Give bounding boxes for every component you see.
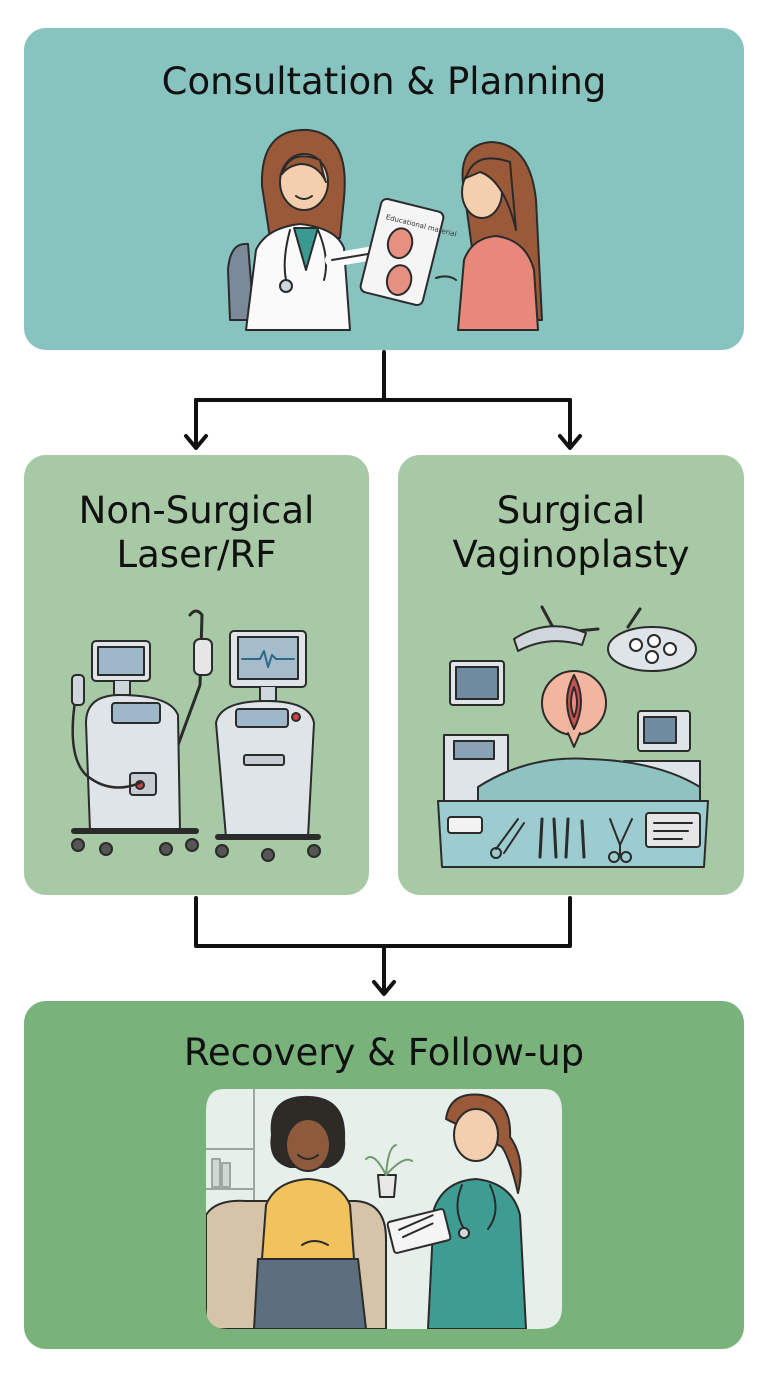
connector-merge xyxy=(194,896,572,994)
surgical-title: Surgical Vaginoplasty xyxy=(398,489,744,578)
consultation-illustration: Educational material xyxy=(227,128,543,331)
plant-icon xyxy=(365,1144,413,1198)
surgical-title-line2: Vaginoplasty xyxy=(452,533,690,577)
arrow-to-nonsurgical xyxy=(184,398,208,450)
nurse-icon xyxy=(386,1093,527,1329)
surgical-title-line1: Surgical xyxy=(496,489,646,532)
bookshelf-icon xyxy=(206,1089,255,1220)
laser-machine-icon xyxy=(71,609,213,856)
step-recovery: Recovery & Follow-up xyxy=(24,1001,744,1349)
step-nonsurgical: Non-Surgical Laser/RF xyxy=(24,455,369,895)
draped-patient-icon xyxy=(477,757,701,802)
anatomy-bubble-icon xyxy=(541,670,607,748)
nonsurgical-title: Non-Surgical Laser/RF xyxy=(24,489,369,578)
step-consultation: Consultation & Planning Educational xyxy=(24,28,744,350)
doctor-icon xyxy=(245,128,387,331)
nonsurgical-title-line2: Laser/RF xyxy=(116,533,277,577)
arrow-to-recovery xyxy=(372,980,396,996)
connector-from-consult xyxy=(194,350,572,402)
arrow-to-surgical xyxy=(558,398,582,450)
step-surgical: Surgical Vaginoplasty xyxy=(398,455,744,895)
surgical-lamp-icon xyxy=(513,605,697,672)
patient-icon xyxy=(253,1095,367,1329)
surgical-illustration xyxy=(437,605,709,868)
recovery-title: Recovery & Follow-up xyxy=(183,1031,585,1074)
nonsurgical-title-line1: Non-Surgical xyxy=(78,489,315,532)
patient-icon xyxy=(435,141,543,331)
recovery-illustration xyxy=(206,1089,562,1329)
nonsurgical-illustration xyxy=(71,609,321,862)
surgical-monitor-icon xyxy=(443,660,509,804)
tablet-icon: Educational material xyxy=(359,197,457,307)
rf-machine-icon xyxy=(215,630,321,862)
surgical-instruments-icon xyxy=(437,800,709,868)
consultation-title: Consultation & Planning xyxy=(161,60,607,103)
